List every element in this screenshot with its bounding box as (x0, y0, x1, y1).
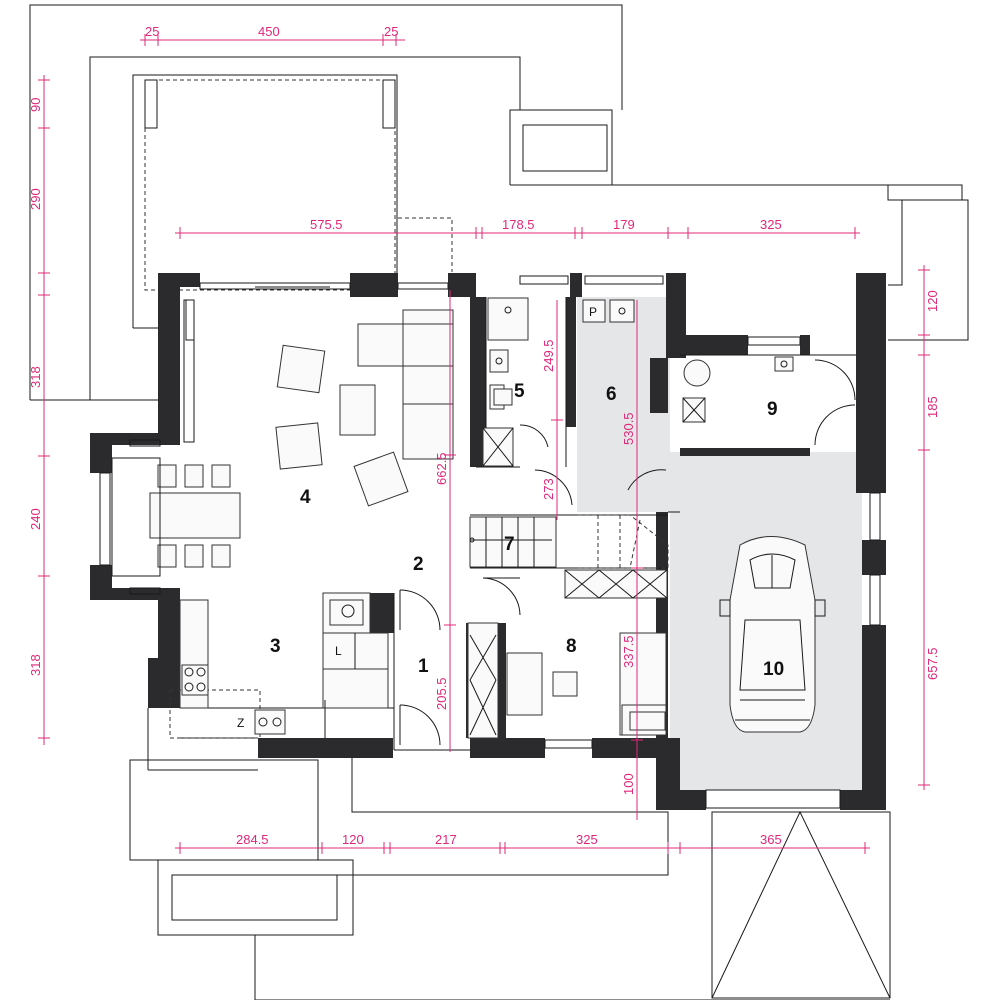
dim-interior-2: 249.5 (541, 339, 556, 372)
sink-icon (609, 299, 635, 323)
fixture-label-z: Z (237, 716, 244, 730)
dim-top-3: 25 (384, 24, 398, 39)
dim-interior-7: 100 (621, 773, 636, 795)
dim-left-5: 318 (28, 654, 43, 676)
room-6-label: 6 (606, 384, 617, 405)
dim-top2-3: 179 (613, 217, 635, 232)
outer-outlines (29, 4, 969, 401)
dimension-lines (38, 34, 930, 854)
dim-right-2: 185 (925, 396, 940, 418)
dim-left-4: 240 (28, 508, 43, 530)
toilet-icon (489, 384, 513, 410)
car-icon (719, 536, 826, 733)
dim-left-3: 318 (28, 366, 43, 388)
dim-left-2: 290 (28, 188, 43, 210)
dim-bottom-3: 217 (435, 832, 457, 847)
dim-bottom-4: 325 (576, 832, 598, 847)
room-9-label: 9 (767, 399, 778, 420)
staircase-icon (469, 514, 669, 569)
sink-icon (254, 709, 286, 735)
dim-interior-4: 273 (541, 478, 556, 500)
dim-left-1: 90 (28, 98, 43, 112)
room-7-label: 7 (504, 534, 515, 555)
boiler-fixtures (682, 356, 794, 423)
room-5-label: 5 (514, 381, 525, 402)
dim-bottom-1: 284.5 (236, 832, 269, 847)
room-3-label: 3 (270, 636, 281, 657)
dim-right-1: 120 (925, 290, 940, 312)
dim-bottom-5: 365 (760, 832, 782, 847)
bottom-terraces (129, 708, 891, 1000)
dim-interior-1: 662.5 (434, 452, 449, 485)
sink-icon (489, 349, 509, 373)
room-4-label: 4 (300, 487, 311, 508)
fixture-label-l: L (335, 644, 342, 658)
doors (399, 359, 856, 746)
shower-icon (487, 297, 529, 341)
living-room-furniture (111, 309, 454, 577)
dim-interior-5: 205.5 (434, 677, 449, 710)
kitchen-furniture (169, 592, 389, 739)
room-2-label: 2 (413, 554, 424, 575)
room-1-label: 1 (418, 656, 429, 677)
dim-top-1: 25 (145, 24, 159, 39)
fixture-label-p: P (589, 305, 597, 319)
stove-icon (181, 664, 209, 696)
dim-top2-4: 325 (760, 217, 782, 232)
dim-right-3: 657.5 (925, 647, 940, 680)
dim-top2-1: 575.5 (310, 217, 343, 232)
dimension-labels: 25 450 25 575.5 178.5 179 325 90 290 318… (28, 24, 940, 847)
dim-interior-6: 337.5 (621, 635, 636, 668)
dim-bottom-2: 120 (342, 832, 364, 847)
boiler-icon (683, 359, 711, 387)
dim-top-2: 450 (258, 24, 280, 39)
room-8-furniture (467, 569, 668, 739)
dim-interior-3: 530.5 (621, 412, 636, 445)
room-labels: 1 2 3 4 5 6 7 8 9 10 Z L (237, 381, 784, 730)
utility-fixtures: P (582, 299, 635, 323)
dim-top2-2: 178.5 (502, 217, 535, 232)
windows (99, 275, 881, 809)
room-8-label: 8 (566, 636, 577, 657)
bathroom-fixtures (482, 297, 529, 467)
room-10-label: 10 (763, 659, 784, 680)
